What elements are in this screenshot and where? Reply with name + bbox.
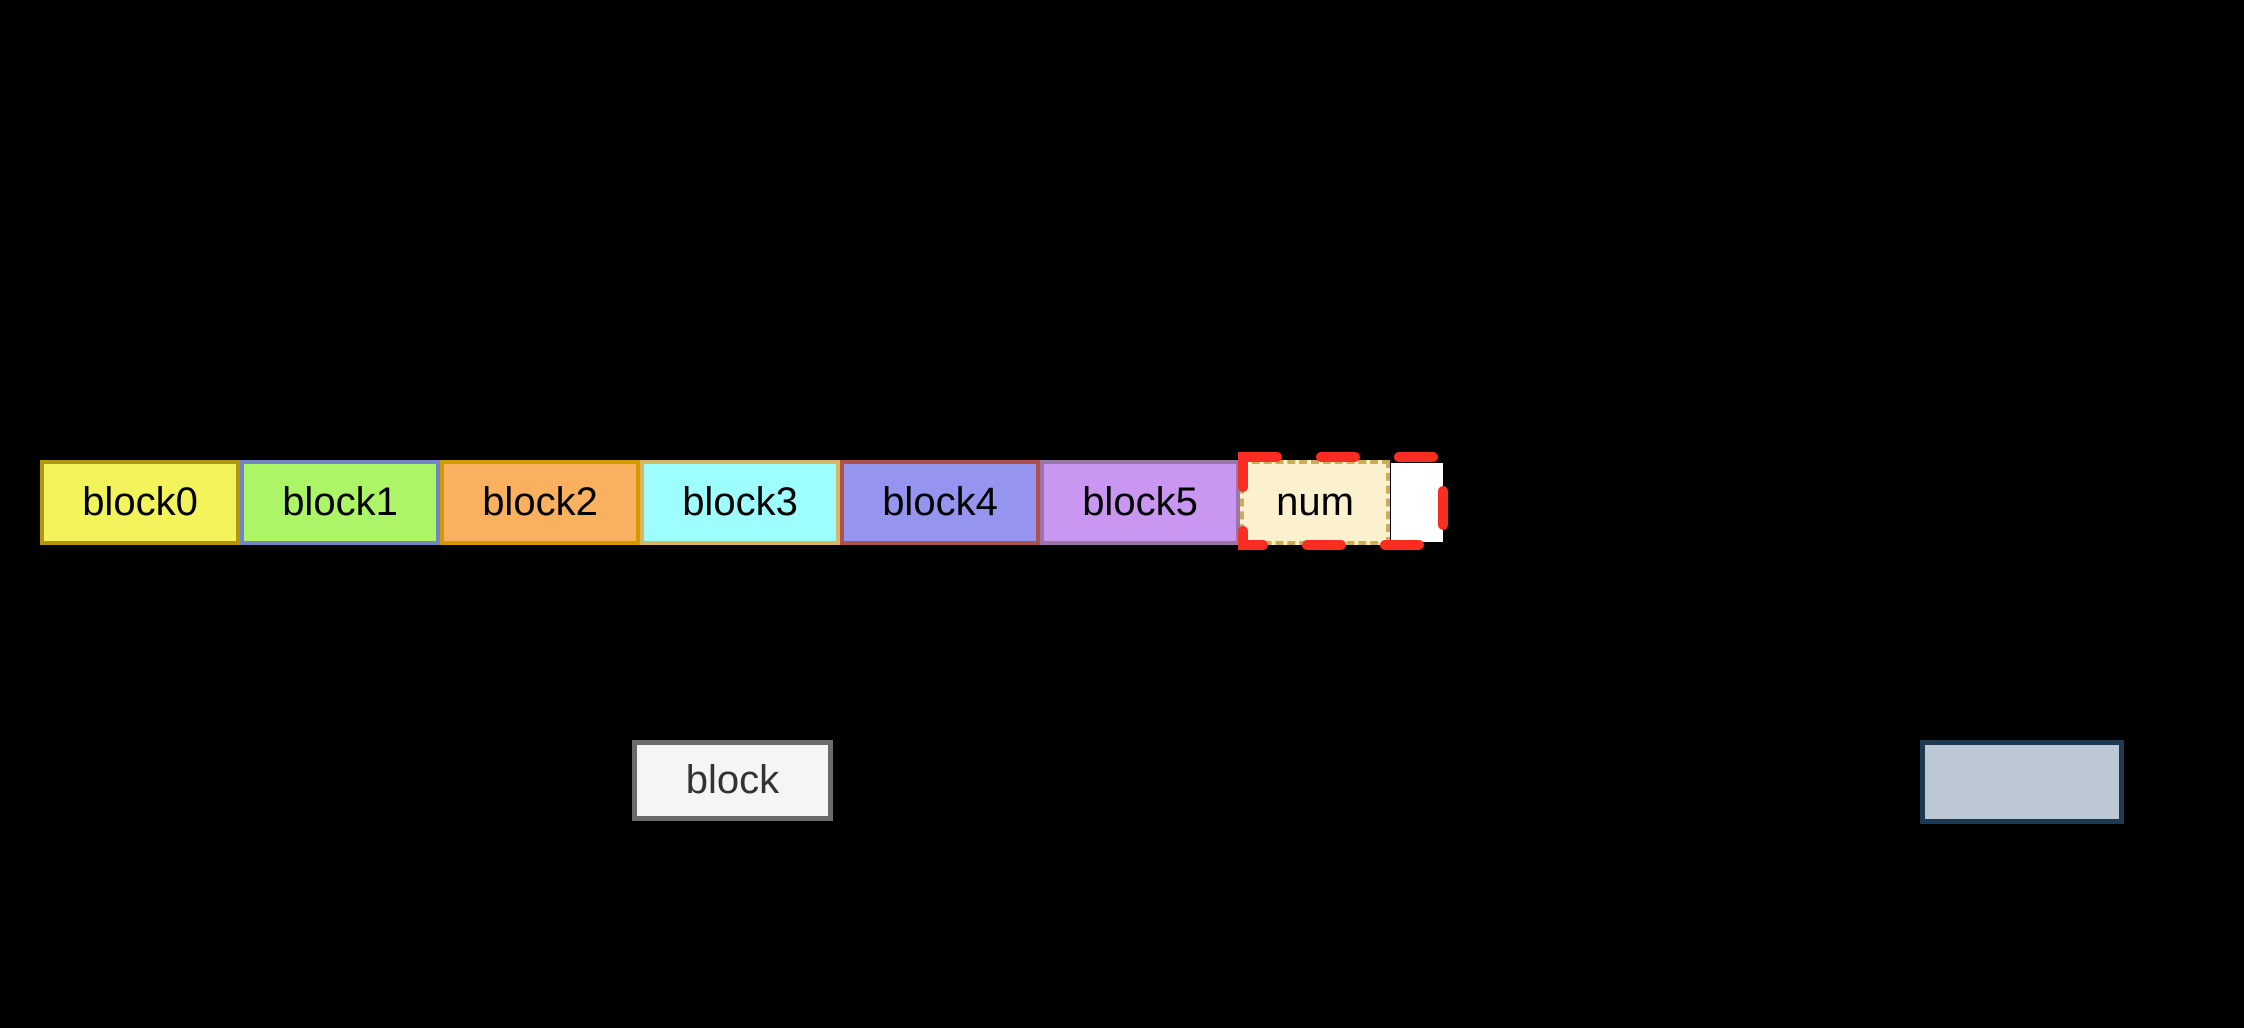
array-block-2[interactable]: block2: [440, 460, 640, 545]
array-block-5[interactable]: block5: [1040, 460, 1240, 545]
pending-num-block-label: num: [1276, 480, 1354, 524]
insert-position-marker: [1391, 463, 1443, 542]
array-block-2-label: block2: [482, 480, 598, 524]
block-template-shape[interactable]: block: [632, 740, 833, 821]
array-block-1-label: block1: [282, 480, 398, 524]
pending-num-block[interactable]: num: [1240, 460, 1390, 545]
block-template-label: block: [685, 758, 780, 802]
array-block-0-label: block0: [82, 480, 198, 524]
array-block-3-label: block3: [682, 480, 798, 524]
array-block-3[interactable]: block3: [640, 460, 840, 545]
array-block-1[interactable]: block1: [240, 460, 440, 545]
array-block-4-label: block4: [882, 480, 998, 524]
array-block-5-label: block5: [1082, 480, 1198, 524]
slate-rectangle-shape[interactable]: [1920, 740, 2124, 824]
array-block-0[interactable]: block0: [40, 460, 240, 545]
array-block-4[interactable]: block4: [840, 460, 1040, 545]
